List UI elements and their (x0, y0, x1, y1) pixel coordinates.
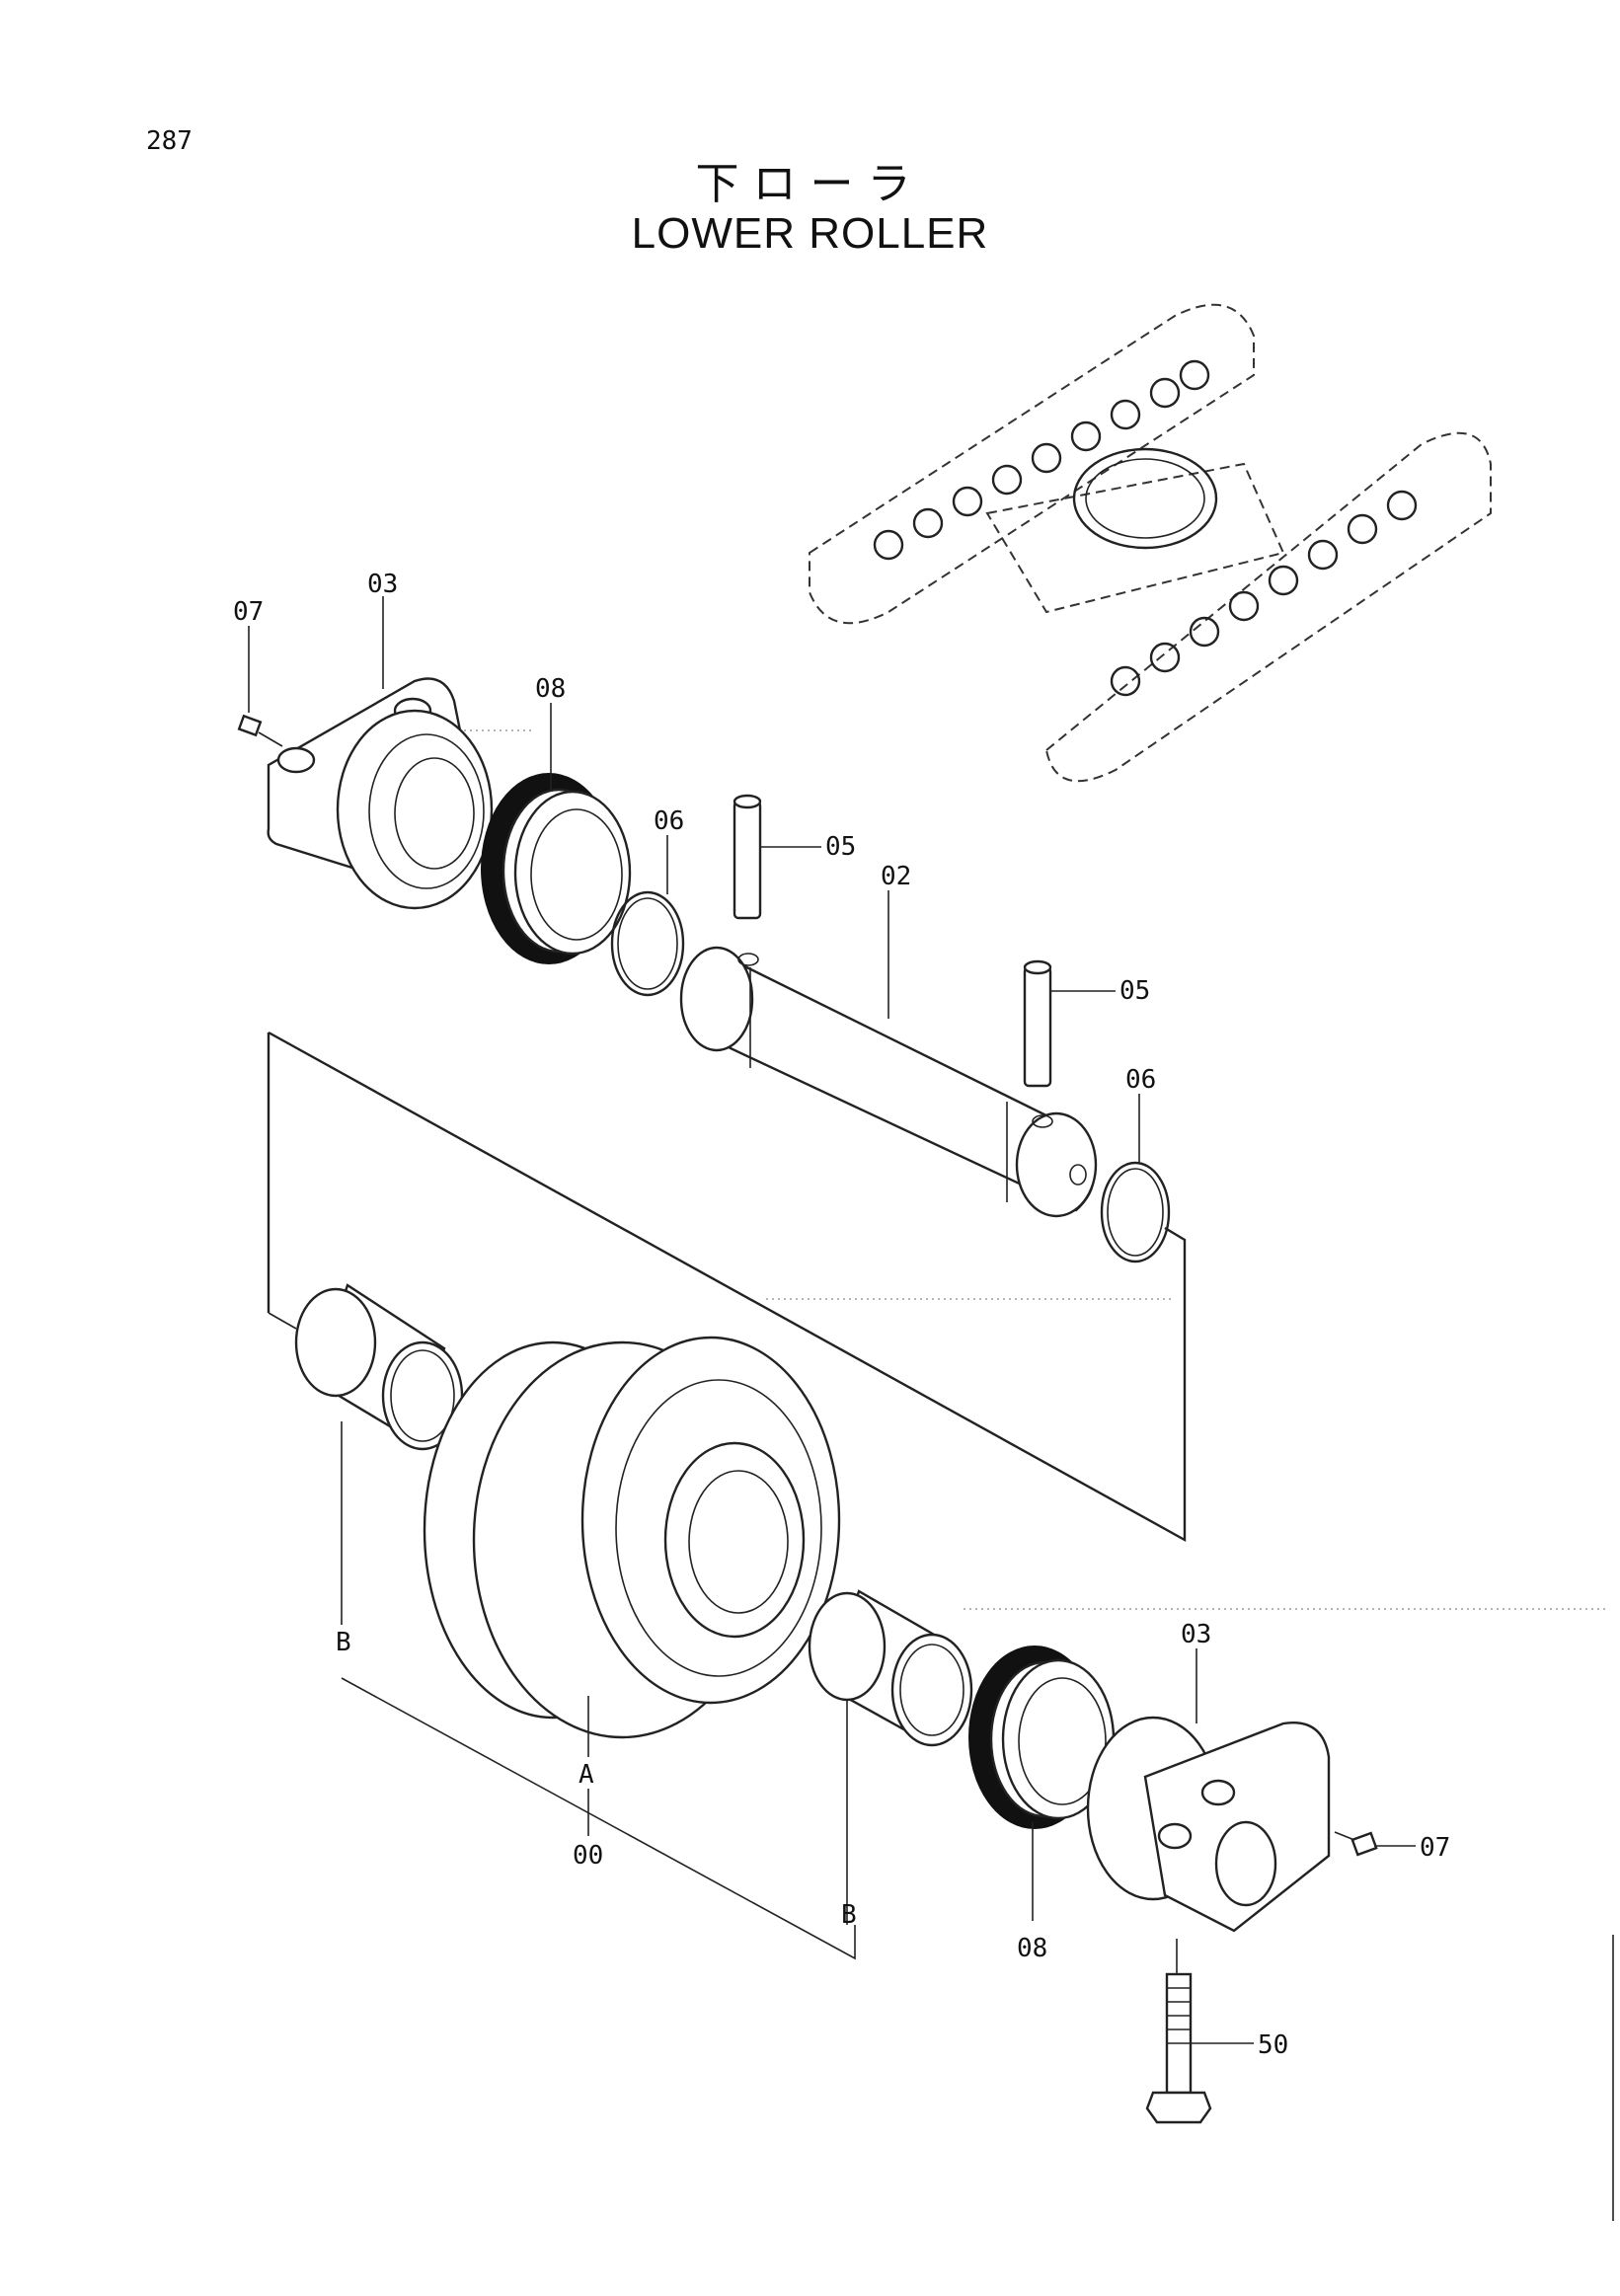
callout-pin-top: 05 (825, 832, 856, 862)
callout-screw-bottom: 07 (1420, 1833, 1450, 1863)
bracket-top (267, 596, 494, 910)
callout-pin-right: 05 (1119, 976, 1150, 1006)
bracket-line-b (341, 1677, 856, 1960)
bracket-bottom (1086, 1648, 1331, 1984)
shaft (679, 890, 1098, 1218)
set-screw-top (237, 626, 283, 747)
o-ring-top (610, 835, 685, 997)
pin-right (1023, 959, 1116, 1088)
callout-seal-top: 08 (535, 674, 566, 704)
page-number: 287 (146, 126, 193, 156)
callout-bolt: 50 (1258, 2030, 1288, 2060)
callout-roller: 00 (573, 1841, 603, 1871)
bushing-left (294, 1283, 464, 1451)
title-english: LOWER ROLLER (631, 209, 989, 258)
floating-seal-bottom (968, 1645, 1116, 1921)
callout-shaft: 02 (881, 862, 911, 891)
callout-bushing-left: B (336, 1628, 351, 1657)
pin-top (733, 794, 821, 920)
callout-seal-bottom: 08 (1017, 1934, 1047, 1963)
floating-seal-top (481, 703, 632, 964)
callout-oring-right: 06 (1125, 1065, 1156, 1095)
undercarriage-overview (809, 303, 1492, 783)
track-rollers-left (873, 359, 1210, 561)
callout-bracket-top: 03 (367, 570, 398, 599)
set-screw-bottom (1334, 1831, 1416, 1857)
o-ring-right (1100, 1094, 1171, 1263)
lower-roller (423, 1336, 841, 1739)
assembly-reference-lines (267, 729, 1609, 1610)
callout-bracket-bottom: 03 (1181, 1620, 1211, 1649)
callout-roller-ref: A (579, 1760, 594, 1790)
bushing-right (808, 1589, 973, 1747)
title-japanese: 下ローラ (695, 159, 925, 209)
track-rollers-right (1110, 490, 1418, 697)
bolt (1145, 1972, 1254, 2124)
callout-screw-top: 07 (233, 597, 264, 627)
callout-oring-top: 06 (654, 806, 684, 836)
callout-bushing-right: B (841, 1900, 857, 1930)
